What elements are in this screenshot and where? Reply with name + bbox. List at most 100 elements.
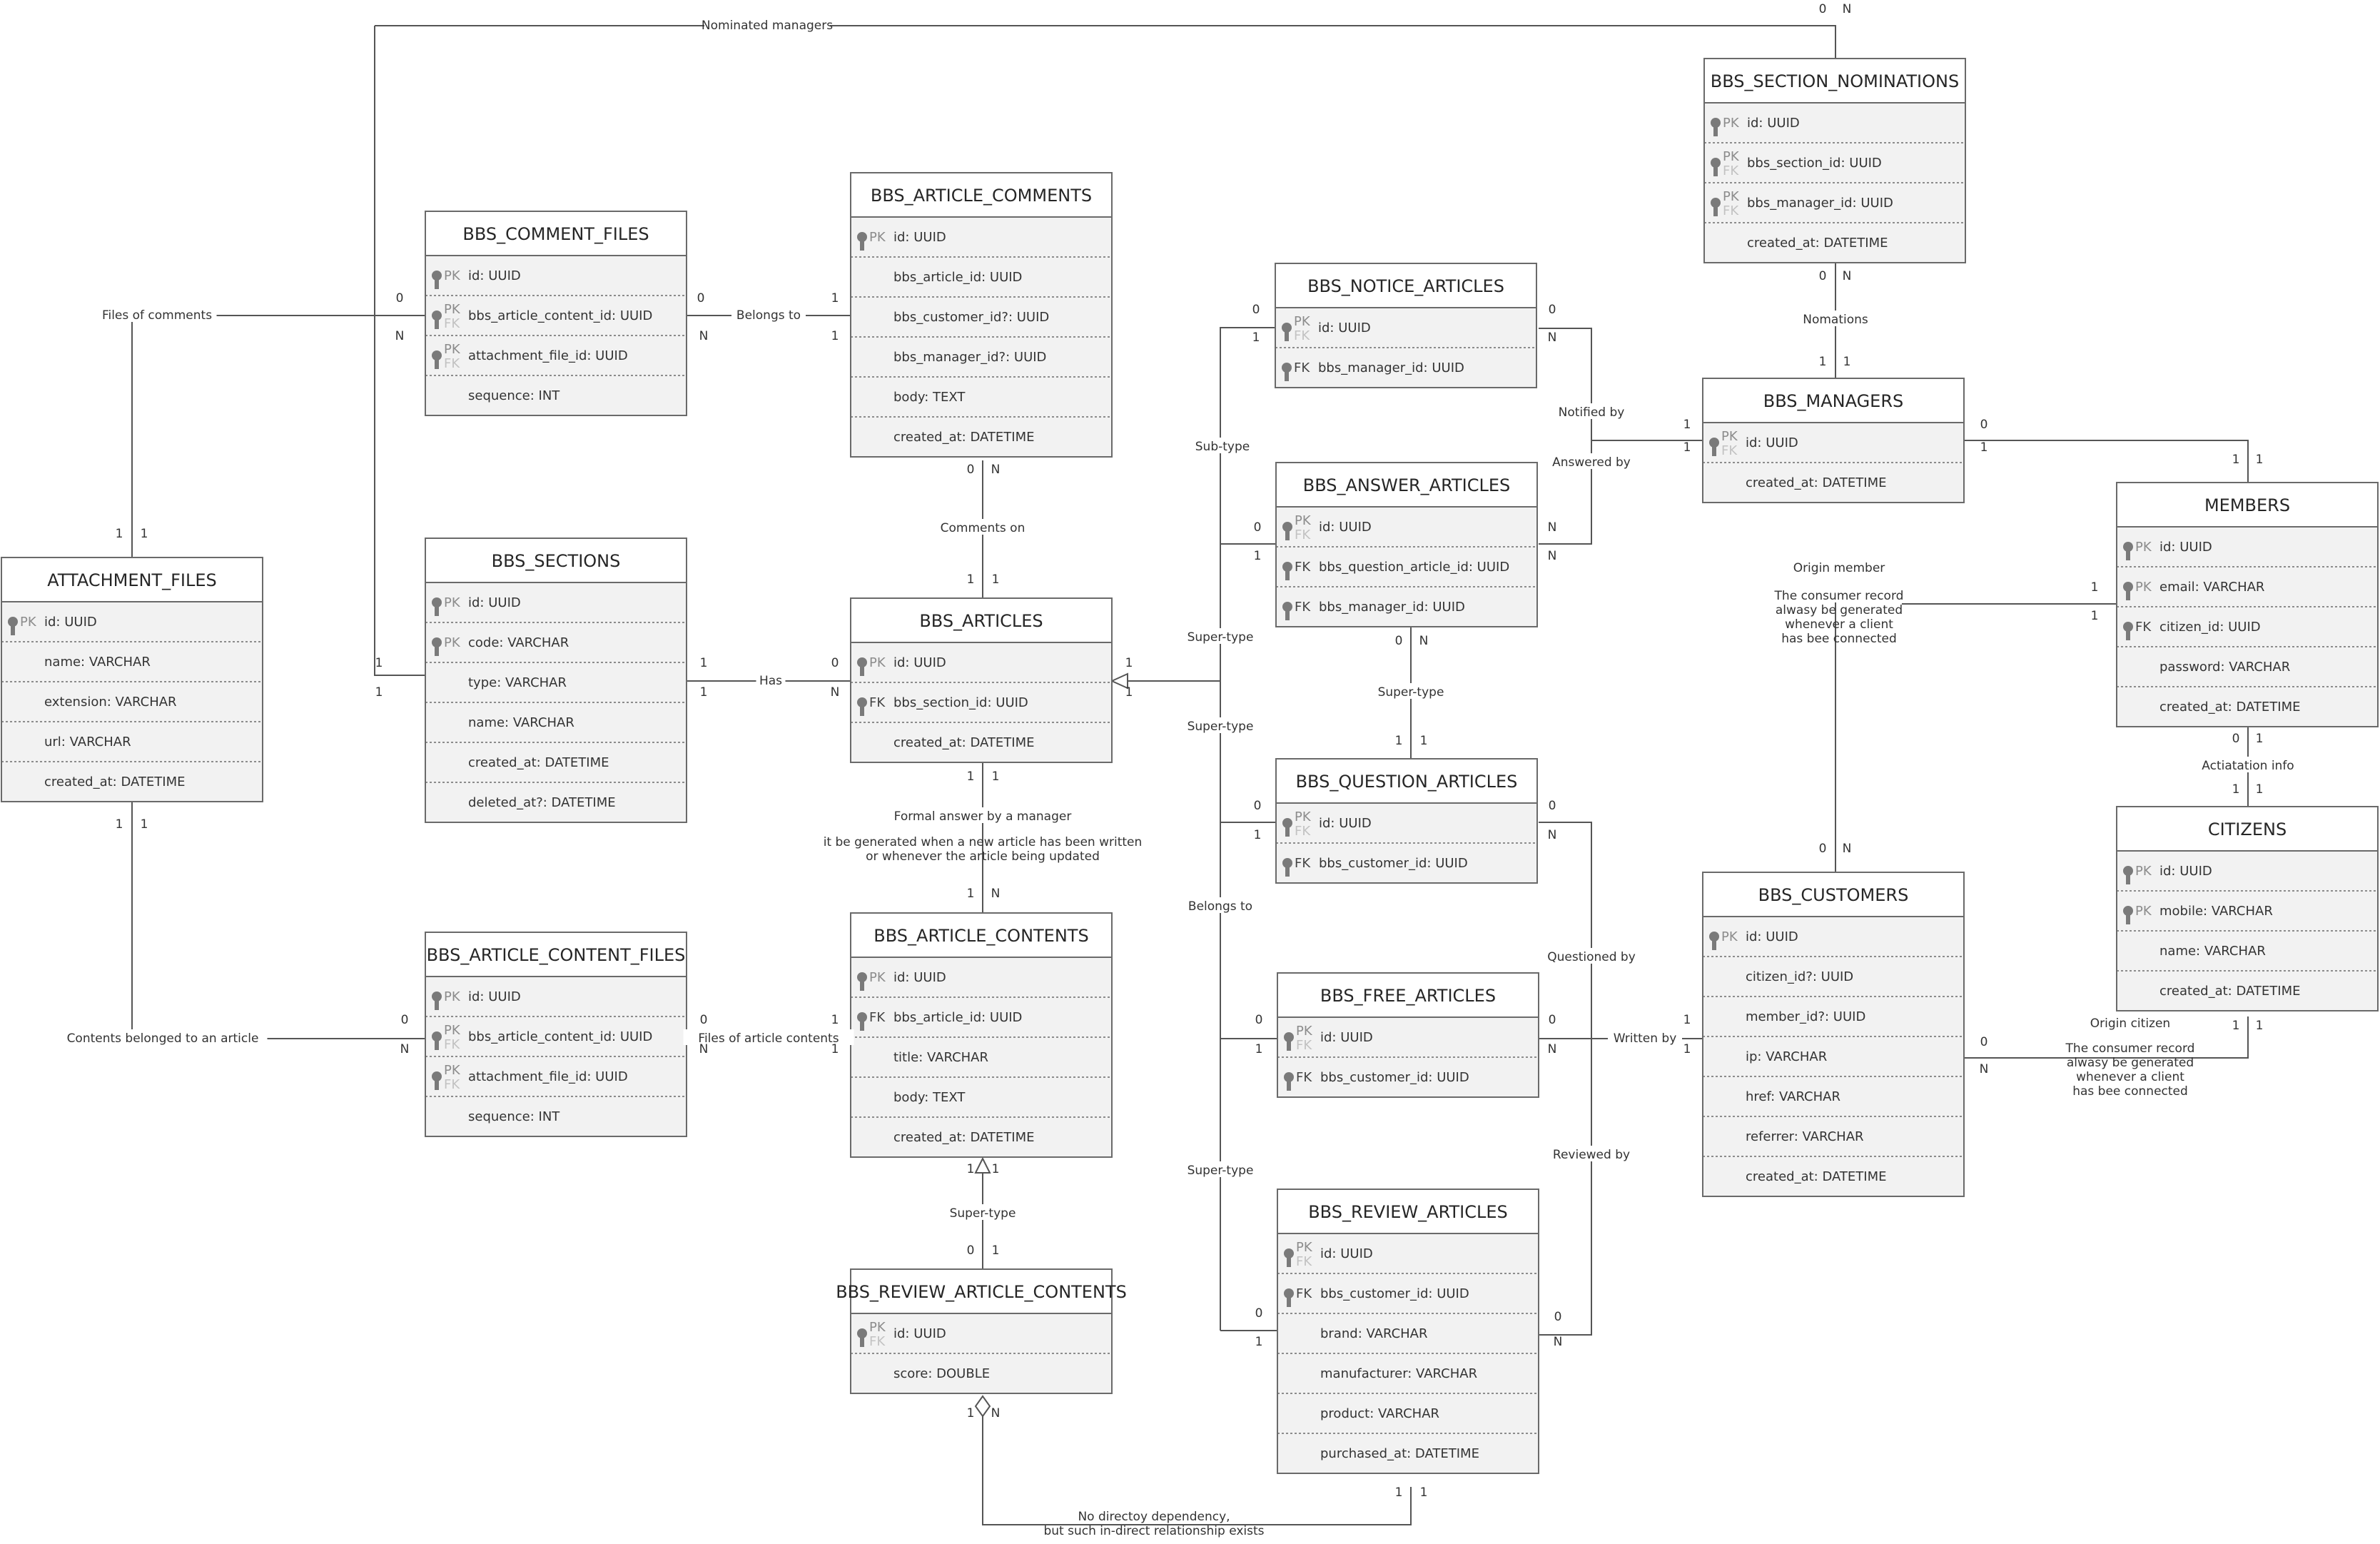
cardinality-mark: 0 bbox=[1395, 634, 1403, 648]
pk-label: PK bbox=[869, 970, 886, 985]
table-title: MEMBERS bbox=[2204, 495, 2290, 515]
column-name: sequence: INT bbox=[468, 1109, 560, 1124]
key-icon-stem bbox=[860, 706, 864, 716]
table-title: BBS_ARTICLE_COMMENTS bbox=[871, 186, 1092, 206]
key-icon-stem bbox=[1287, 1257, 1291, 1267]
relationship-label: Super-type bbox=[1188, 630, 1254, 645]
label-background bbox=[942, 519, 1023, 535]
column-name: password: VARCHAR bbox=[2159, 660, 2290, 675]
cardinality-mark: 1 bbox=[967, 1406, 975, 1421]
cardinality-mark: 0 bbox=[967, 1243, 975, 1258]
cardinality-mark: 1 bbox=[831, 1042, 839, 1056]
table-header bbox=[425, 538, 687, 583]
pk-label: PK bbox=[1723, 116, 1740, 131]
column-name: id: UUID bbox=[1319, 520, 1372, 535]
fk-label: FK bbox=[1723, 163, 1739, 178]
table-header bbox=[1702, 872, 1965, 917]
cardinality-mark: 0 bbox=[1819, 842, 1827, 856]
column-name: id: UUID bbox=[893, 970, 946, 985]
relationship-label: Nominated managers bbox=[702, 19, 833, 33]
cardinality-mark: 0 bbox=[1819, 269, 1827, 283]
key-icon-stem bbox=[1285, 827, 1290, 837]
column-name: id: UUID bbox=[893, 655, 946, 670]
table-title: ATTACHMENT_FILES bbox=[47, 570, 217, 590]
cardinality-mark: N bbox=[991, 463, 1001, 477]
edge-files-of-article-contents bbox=[131, 798, 425, 1039]
table-header bbox=[1277, 1189, 1539, 1234]
key-icon-stem bbox=[860, 666, 864, 676]
cardinality-mark: N bbox=[991, 1406, 1001, 1421]
key-icon-stem bbox=[435, 359, 439, 369]
label-background bbox=[704, 16, 830, 32]
column-name: id: UUID bbox=[468, 595, 521, 610]
key-icon-stem bbox=[1713, 166, 1718, 176]
column-name: id: UUID bbox=[1320, 1246, 1373, 1261]
column-name: mobile: VARCHAR bbox=[2159, 904, 2273, 919]
column-name: bbs_section_id: UUID bbox=[1747, 156, 1882, 171]
table-title: BBS_COMMENT_FILES bbox=[462, 224, 649, 244]
aggregation-diamond bbox=[974, 1395, 991, 1418]
table-header bbox=[850, 172, 1113, 218]
relationship-label: Nomations bbox=[1803, 313, 1868, 327]
key-icon bbox=[1709, 932, 1719, 942]
relationship-label: Notified by bbox=[1559, 405, 1625, 420]
key-icon bbox=[1282, 818, 1292, 828]
cardinality-mark: 0 bbox=[1554, 1310, 1562, 1324]
cardinality-mark: N bbox=[1843, 842, 1852, 856]
cardinality-mark: 1 bbox=[967, 887, 975, 901]
cardinality-mark: 1 bbox=[141, 527, 148, 541]
cardinality-mark: N bbox=[1548, 331, 1557, 345]
key-icon bbox=[857, 1012, 867, 1022]
column-name: created_at: DATETIME bbox=[468, 755, 609, 770]
cardinality-mark: 1 bbox=[700, 656, 708, 670]
relationship-label: Comments on bbox=[941, 521, 1026, 535]
key-icon-stem bbox=[1713, 126, 1718, 136]
fk-label: FK bbox=[1295, 560, 1311, 575]
table-header bbox=[1275, 462, 1538, 508]
table-body bbox=[1702, 872, 1965, 1197]
column-name: ip: VARCHAR bbox=[1746, 1049, 1827, 1064]
key-icon bbox=[1282, 363, 1292, 373]
key-icon bbox=[2123, 622, 2133, 632]
label-background bbox=[1192, 438, 1253, 453]
table-header bbox=[1275, 758, 1538, 804]
edge-notified-by bbox=[1539, 328, 1703, 441]
column-name: bbs_article_id: UUID bbox=[893, 1010, 1022, 1025]
label-background bbox=[1183, 628, 1257, 644]
column-name: href: VARCHAR bbox=[1746, 1089, 1840, 1104]
key-icon-stem bbox=[435, 646, 439, 656]
column-name: created_at: DATETIME bbox=[893, 735, 1034, 750]
column-name: bbs_manager_id: UUID bbox=[1318, 360, 1464, 375]
note-line: alwasy be generated bbox=[1776, 603, 1903, 617]
cardinality-mark: 1 bbox=[375, 656, 383, 670]
cardinality-mark: 1 bbox=[2091, 609, 2099, 623]
fk-label: FK bbox=[1296, 1254, 1312, 1269]
key-icon bbox=[857, 232, 867, 242]
cardinality-mark: 1 bbox=[2256, 782, 2264, 797]
column-name: url: VARCHAR bbox=[44, 735, 131, 750]
relationship-label: Written by bbox=[1614, 1031, 1677, 1046]
pk-label: PK bbox=[1721, 929, 1738, 944]
cardinality-mark: N bbox=[831, 685, 840, 700]
cardinality-mark: 1 bbox=[967, 770, 975, 784]
column-name: bbs_article_content_id: UUID bbox=[468, 1029, 652, 1044]
cardinality-mark: 0 bbox=[1980, 1035, 1988, 1049]
